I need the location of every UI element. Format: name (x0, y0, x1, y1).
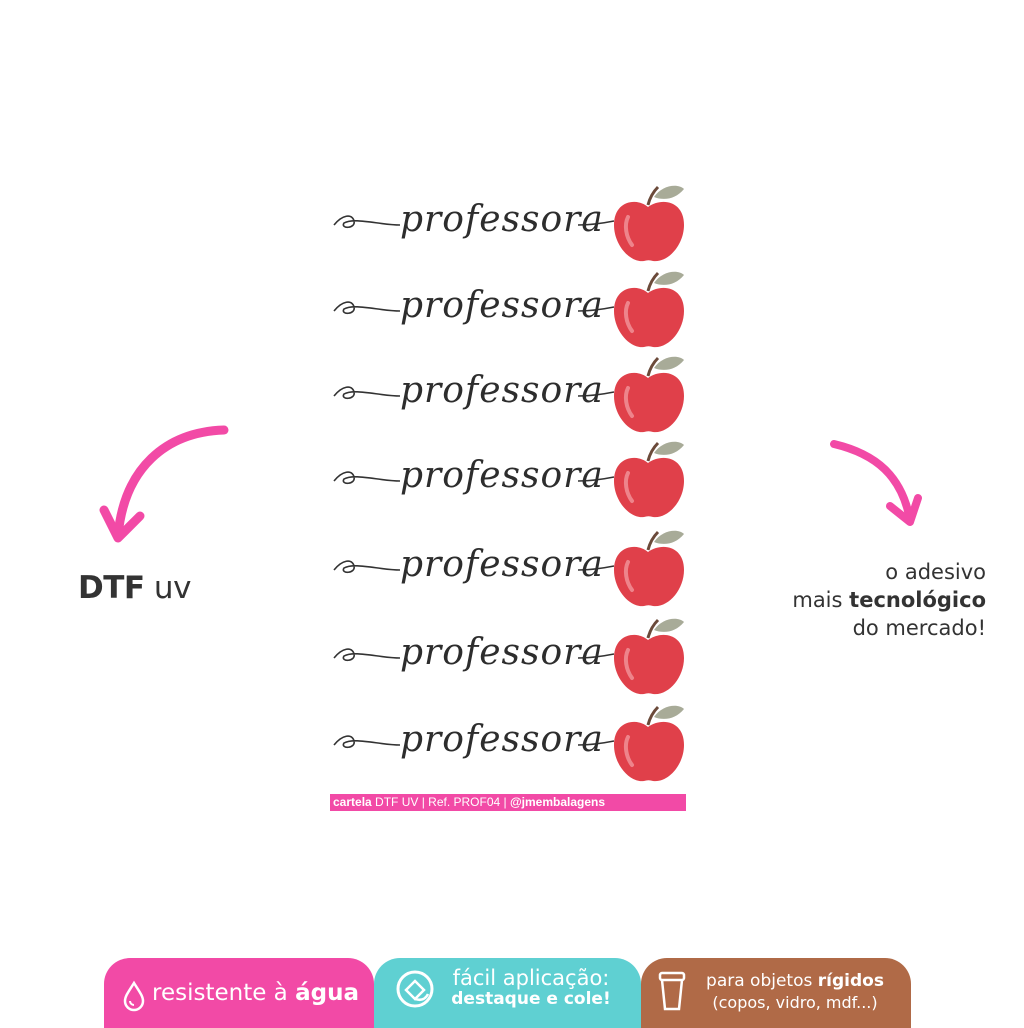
apple-icon (614, 356, 684, 433)
rigid-line-2: (copos, vidro, mdf...) (712, 993, 878, 1012)
sticker-word: professora (400, 199, 604, 240)
curved-arrow-right-icon (830, 440, 922, 526)
flourish-line (333, 735, 615, 749)
dtf-uv-label: DTF uv (78, 570, 191, 606)
sticker-row: professora (330, 185, 686, 271)
flourish-line (333, 560, 615, 574)
sticker-row: professora (330, 271, 686, 357)
easy-apply-badge: fácil aplicação: destaque e cole! (374, 958, 641, 1028)
water-pre: resistente à (152, 980, 296, 1006)
flourish-line (333, 301, 615, 315)
cup-icon (658, 971, 686, 1011)
caption-handle: @jmembalagens (509, 795, 606, 809)
flourish-line (333, 386, 615, 400)
dtf-label-rest: uv (153, 570, 192, 606)
sticker-word: professora (400, 285, 604, 326)
tagline-line-2-bold: tecnológico (849, 588, 986, 612)
tagline-line-3: do mercado! (852, 616, 986, 640)
flourish-line (333, 471, 615, 485)
water-resistant-badge: resistente à água (104, 958, 374, 1028)
sticker-word: professora (400, 544, 604, 585)
sticker-sheet: professora professora professora professora… (330, 185, 686, 811)
easy-apply-text: fácil aplicação: destaque e cole! (436, 968, 626, 1010)
sticker-row: professora (330, 530, 686, 616)
rigid-line-1: para objetos rígidos (695, 970, 895, 992)
easy-line-1: fácil aplicação: (452, 966, 610, 990)
dtf-label-bold: DTF (78, 570, 145, 606)
water-bold: água (295, 980, 359, 1006)
rigid-objects-badge: para objetos rígidos (copos, vidro, mdf.… (641, 958, 911, 1028)
sticker-icon (396, 970, 434, 1008)
sticker-row: professora (330, 705, 686, 791)
apple-icon (614, 441, 684, 518)
apple-icon (614, 271, 684, 348)
sticker-row: professora (330, 356, 686, 442)
sticker-row: professora (330, 441, 686, 527)
sticker-word: professora (400, 370, 604, 411)
easy-line-2: destaque e cole! (451, 989, 611, 1009)
flourish-line (333, 648, 615, 662)
water-resistant-text: resistente à água (152, 980, 359, 1006)
apple-icon (614, 185, 684, 262)
sheet-caption: cartela DTF UV | Ref. PROF04 | @jmembala… (330, 794, 686, 811)
tagline: o adesivo mais tecnológico do mercado! (792, 558, 986, 642)
tagline-line-1: o adesivo (885, 560, 986, 584)
curved-arrow-left-icon (99, 425, 229, 543)
flourish-line (333, 215, 615, 229)
water-drop-icon (123, 980, 145, 1012)
apple-icon (614, 618, 684, 695)
sticker-word: professora (400, 632, 604, 673)
rigid-bold: rígidos (817, 971, 884, 991)
sticker-word: professora (400, 455, 604, 496)
caption-bold: cartela (333, 795, 372, 809)
sticker-row: professora (330, 618, 686, 704)
tagline-line-2-pre: mais (792, 588, 843, 612)
rigid-objects-text: para objetos rígidos (copos, vidro, mdf.… (695, 970, 895, 1014)
tagline-line-2: mais tecnológico (792, 586, 986, 614)
sticker-word: professora (400, 719, 604, 760)
apple-icon (614, 705, 684, 782)
apple-icon (614, 530, 684, 607)
rigid-pre: para objetos (706, 971, 818, 991)
caption-rest: DTF UV | Ref. PROF04 | (371, 795, 510, 809)
